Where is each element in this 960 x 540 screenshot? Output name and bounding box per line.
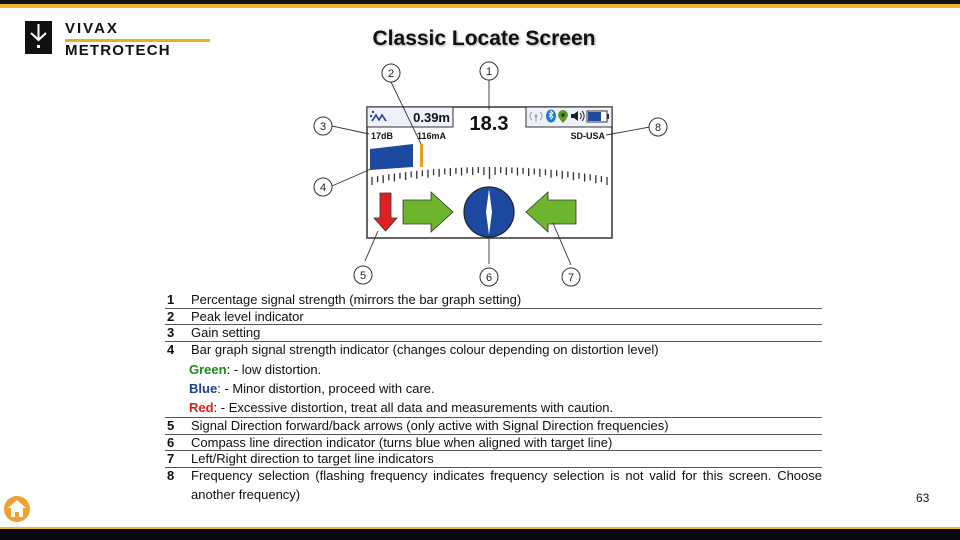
tick-scale: [371, 167, 608, 185]
depth-tab: 0.39m: [366, 106, 454, 128]
legend-number: 6: [167, 434, 175, 450]
home-icon: [4, 496, 30, 522]
legend-number: 8: [167, 467, 175, 483]
legend-list: 1 Percentage signal strength (mirrors th…: [165, 292, 822, 504]
signal-bar-graph: [370, 144, 413, 170]
signal-percent-readout: 18.3: [470, 113, 509, 135]
legend-item-8: 8 Frequency selection (flashing frequenc…: [165, 468, 822, 504]
callout-circle-3: [313, 116, 333, 136]
status-icons-tab: [525, 106, 613, 128]
legend-item-4: 4 Bar graph signal strength indicator (c…: [165, 341, 822, 418]
top-bar-gold: [0, 4, 960, 8]
legend-text: Compass line direction indicator (turns …: [191, 434, 613, 450]
vivax-metrotech-logo: VIVAX METROTECH: [25, 20, 215, 61]
callout-leaders: [331, 80, 651, 266]
current-readout: 116mA: [417, 131, 447, 141]
callout-circle-8: [648, 117, 668, 137]
home-button[interactable]: [2, 494, 32, 524]
callout-circle-7: [561, 267, 581, 287]
callout-circle-1: [479, 61, 499, 81]
callout-number-8: 8: [655, 122, 661, 134]
distortion-blue: Blue: - Minor distortion, proceed with c…: [165, 379, 822, 398]
logo-text-vivax: VIVAX: [65, 20, 119, 37]
legend-text: Peak level indicator: [191, 308, 304, 324]
bottom-bar-black: [0, 529, 960, 540]
callout-circle-2: [381, 63, 401, 83]
legend-item-1: 1 Percentage signal strength (mirrors th…: [165, 292, 822, 309]
legend-item-6: 6 Compass line direction indicator (turn…: [165, 434, 822, 451]
page-title: Classic Locate Screen: [372, 27, 596, 50]
callout-circle-6: [479, 267, 499, 287]
logo-text-metrotech: METROTECH: [65, 42, 171, 59]
green-text: : - low distortion.: [226, 362, 322, 377]
red-label: Red: [189, 400, 214, 415]
logo-mark-icon: [25, 21, 52, 54]
legend-item-2: 2 Peak level indicator: [165, 308, 822, 325]
speaker-icon: [571, 110, 585, 122]
peak-mode-icon: [369, 110, 387, 122]
left-direction-arrow-icon: [525, 191, 577, 233]
peak-level-indicator: [420, 144, 423, 167]
legend-number: 2: [167, 308, 175, 324]
blue-text: : - Minor distortion, proceed with care.: [217, 381, 435, 396]
callout-number-7: 7: [568, 272, 574, 284]
legend-item-7: 7 Left/Right direction to target line in…: [165, 451, 822, 468]
locate-screen-diagram: 0.39m: [300, 55, 680, 295]
frequency-readout: SD-USA: [570, 131, 605, 141]
callout-circle-5: [353, 265, 373, 285]
legend-text: Percentage signal strength (mirrors the …: [191, 292, 522, 307]
logo-rule: [65, 39, 210, 42]
battery-icon: [586, 110, 609, 123]
distortion-red: Red: - Excessive distortion, treat all d…: [165, 398, 822, 417]
legend-text: Signal Direction forward/back arrows (on…: [191, 418, 669, 433]
page-number: 63: [916, 491, 930, 505]
legend-number: 7: [167, 451, 175, 466]
callout-number-5: 5: [360, 270, 366, 282]
callout-number-1: 1: [486, 66, 492, 78]
bottom-bar-gold: [0, 527, 960, 529]
legend-text: Frequency selection (flashing frequency …: [191, 467, 822, 502]
callout-markers: 1 2 3 4 5 6 7 8: [313, 61, 668, 287]
legend-text: Left/Right direction to target line indi…: [191, 451, 434, 466]
right-direction-arrow-icon: [402, 191, 454, 233]
gps-pin-icon: [558, 110, 568, 123]
top-bar-black: [0, 0, 960, 4]
red-text: : - Excessive distortion, treat all data…: [213, 400, 614, 415]
legend-number: 3: [167, 325, 175, 340]
antenna-icon: [529, 111, 543, 122]
compass-indicator: [463, 186, 515, 238]
distortion-green: Green: - low distortion.: [165, 360, 822, 379]
depth-readout: 0.39m: [413, 110, 450, 125]
legend-number: 5: [167, 418, 175, 433]
blue-label: Blue: [189, 381, 218, 396]
legend-item-5: 5 Signal Direction forward/back arrows (…: [165, 418, 822, 435]
callout-number-3: 3: [320, 121, 326, 133]
legend-item-3: 3 Gain setting: [165, 325, 822, 342]
signal-direction-arrow-icon: [373, 192, 398, 232]
callout-number-2: 2: [388, 68, 394, 80]
callout-number-4: 4: [320, 182, 326, 194]
legend-number: 4: [167, 341, 175, 357]
legend-number: 1: [167, 292, 175, 307]
callout-circle-4: [313, 177, 333, 197]
callout-number-6: 6: [486, 272, 492, 284]
green-label: Green: [189, 362, 227, 377]
bluetooth-icon: [546, 109, 556, 123]
legend-text: Gain setting: [191, 325, 261, 340]
gain-readout: 17dB: [371, 131, 394, 141]
legend-text: Bar graph signal strength indicator (cha…: [191, 341, 659, 357]
